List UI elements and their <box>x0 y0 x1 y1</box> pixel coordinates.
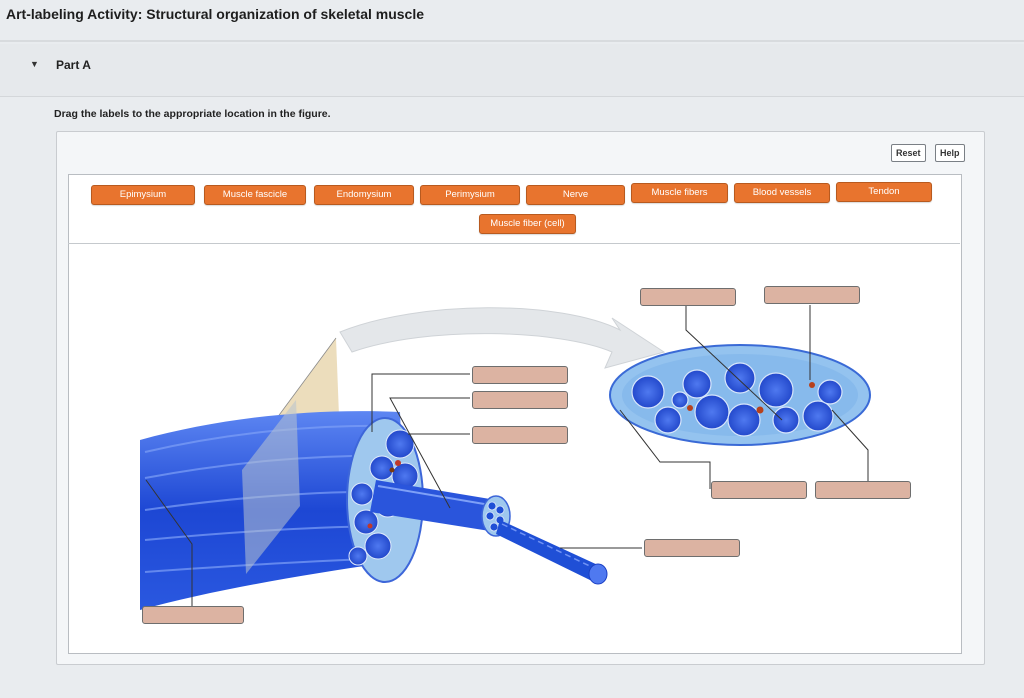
help-button[interactable]: Help <box>935 144 965 162</box>
zoom-arrow <box>339 307 666 369</box>
drop-target-7[interactable] <box>815 481 911 499</box>
label-chip-nerve[interactable]: Nerve <box>526 185 625 205</box>
extracted-fiber <box>496 520 600 582</box>
part-a-header[interactable]: ▼ Part A <box>0 44 1024 97</box>
label-chip-muscle-fiber-cell[interactable]: Muscle fiber (cell) <box>479 214 576 234</box>
label-chip-blood-vessels[interactable]: Blood vessels <box>734 183 830 203</box>
drop-target-4[interactable] <box>472 391 568 409</box>
label-chip-muscle-fibers[interactable]: Muscle fibers <box>631 183 728 203</box>
label-chip-endomysium[interactable]: Endomysium <box>314 185 414 205</box>
instructions: Drag the labels to the appropriate locat… <box>54 108 331 120</box>
label-chip-tendon[interactable]: Tendon <box>836 182 932 202</box>
label-bank-divider <box>68 243 960 244</box>
reset-button[interactable]: Reset <box>891 144 926 162</box>
label-chip-epimysium[interactable]: Epimysium <box>91 185 195 205</box>
label-chip-perimysium[interactable]: Perimysium <box>420 185 520 205</box>
drop-target-6[interactable] <box>711 481 807 499</box>
drop-target-5[interactable] <box>472 426 568 444</box>
page-title: Art-labeling Activity: Structural organi… <box>6 6 425 22</box>
part-label: Part A <box>56 58 91 72</box>
label-chip-muscle-fascicle[interactable]: Muscle fascicle <box>204 185 306 205</box>
caret-down-icon[interactable]: ▼ <box>30 59 39 69</box>
drop-target-9[interactable] <box>142 606 244 624</box>
extracted-fascicle <box>370 480 496 532</box>
drop-target-2[interactable] <box>764 286 860 304</box>
leader-lines <box>145 305 869 606</box>
drop-target-3[interactable] <box>472 366 568 384</box>
drop-target-8[interactable] <box>644 539 740 557</box>
drop-target-1[interactable] <box>640 288 736 306</box>
title-divider <box>0 40 1024 42</box>
